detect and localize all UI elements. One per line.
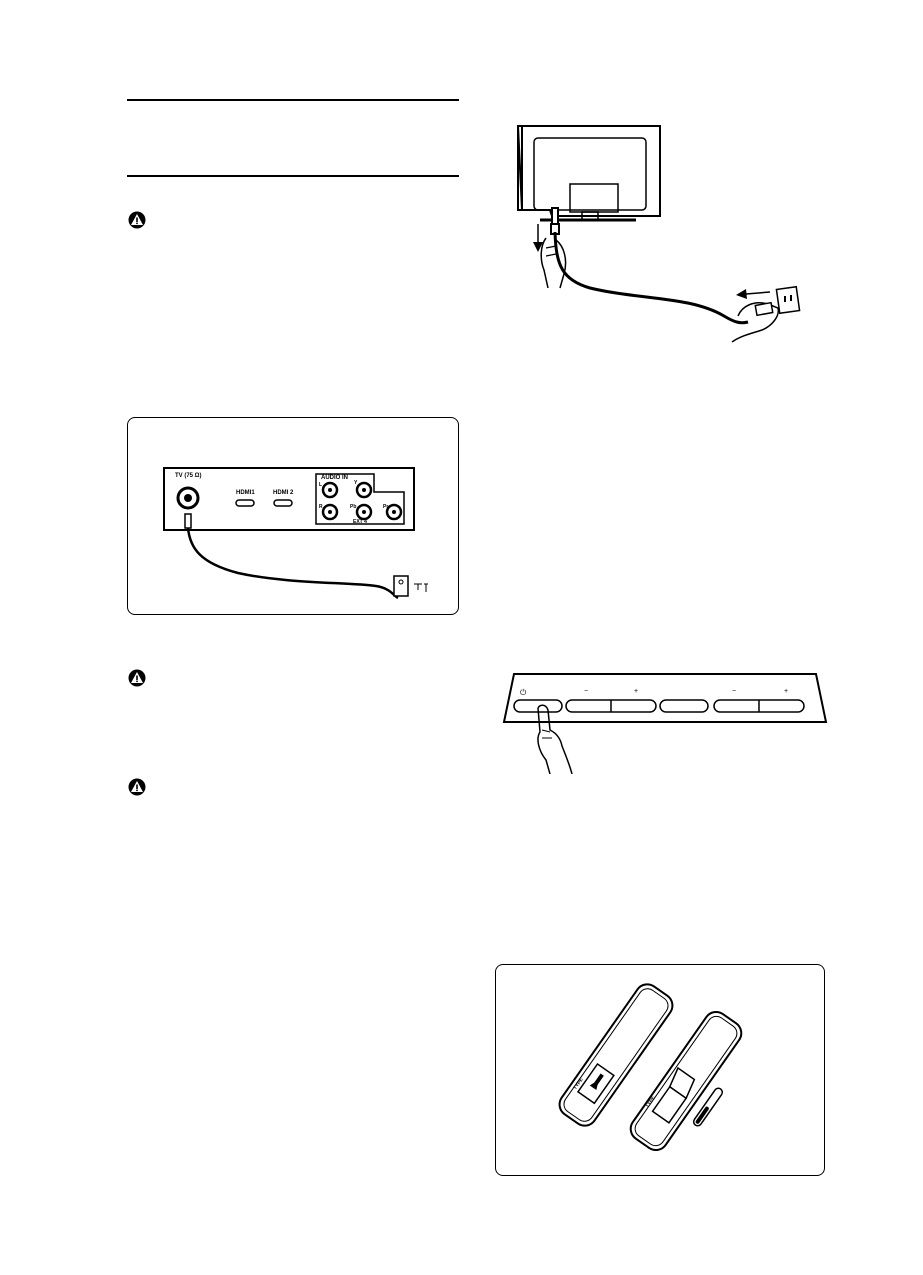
antenna-panel-illustration xyxy=(163,467,428,600)
tv-controls-illustration xyxy=(502,673,828,774)
remote-battery-illustration xyxy=(558,983,743,1152)
warning-icon xyxy=(128,778,146,796)
antenna-connection-panel: TV (75 Ω) HDMI1 HDMI 2 AUDIO IN L R Y Pb… xyxy=(127,417,459,615)
pb-label: Pb xyxy=(350,504,357,510)
header-rule-bottom xyxy=(127,175,459,177)
ext-label: EXT 4 xyxy=(353,519,367,525)
tv-rear-illustration xyxy=(516,125,801,343)
audio-l-label: L xyxy=(319,482,323,488)
warning-icon xyxy=(128,211,146,229)
audio-r-label: R xyxy=(319,504,323,510)
y-label: Y xyxy=(354,480,358,486)
header-rule-top xyxy=(127,99,459,101)
volume-minus-label: − xyxy=(584,688,589,695)
remote-battery-panel: TYPE TYPE xyxy=(495,964,825,1176)
power-symbol: ⏻ xyxy=(520,688,527,697)
volume-plus-label: + xyxy=(634,688,639,695)
hdmi2-label: HDMI 2 xyxy=(273,490,294,496)
aerial-label: TV (75 Ω) xyxy=(175,473,202,479)
program-plus-label: + xyxy=(784,688,789,695)
hdmi1-label: HDMI1 xyxy=(236,490,255,496)
warning-icon xyxy=(128,669,146,687)
audio-in-label: AUDIO IN xyxy=(321,475,348,481)
pr-label: Pr xyxy=(383,504,389,510)
program-minus-label: − xyxy=(732,688,737,695)
